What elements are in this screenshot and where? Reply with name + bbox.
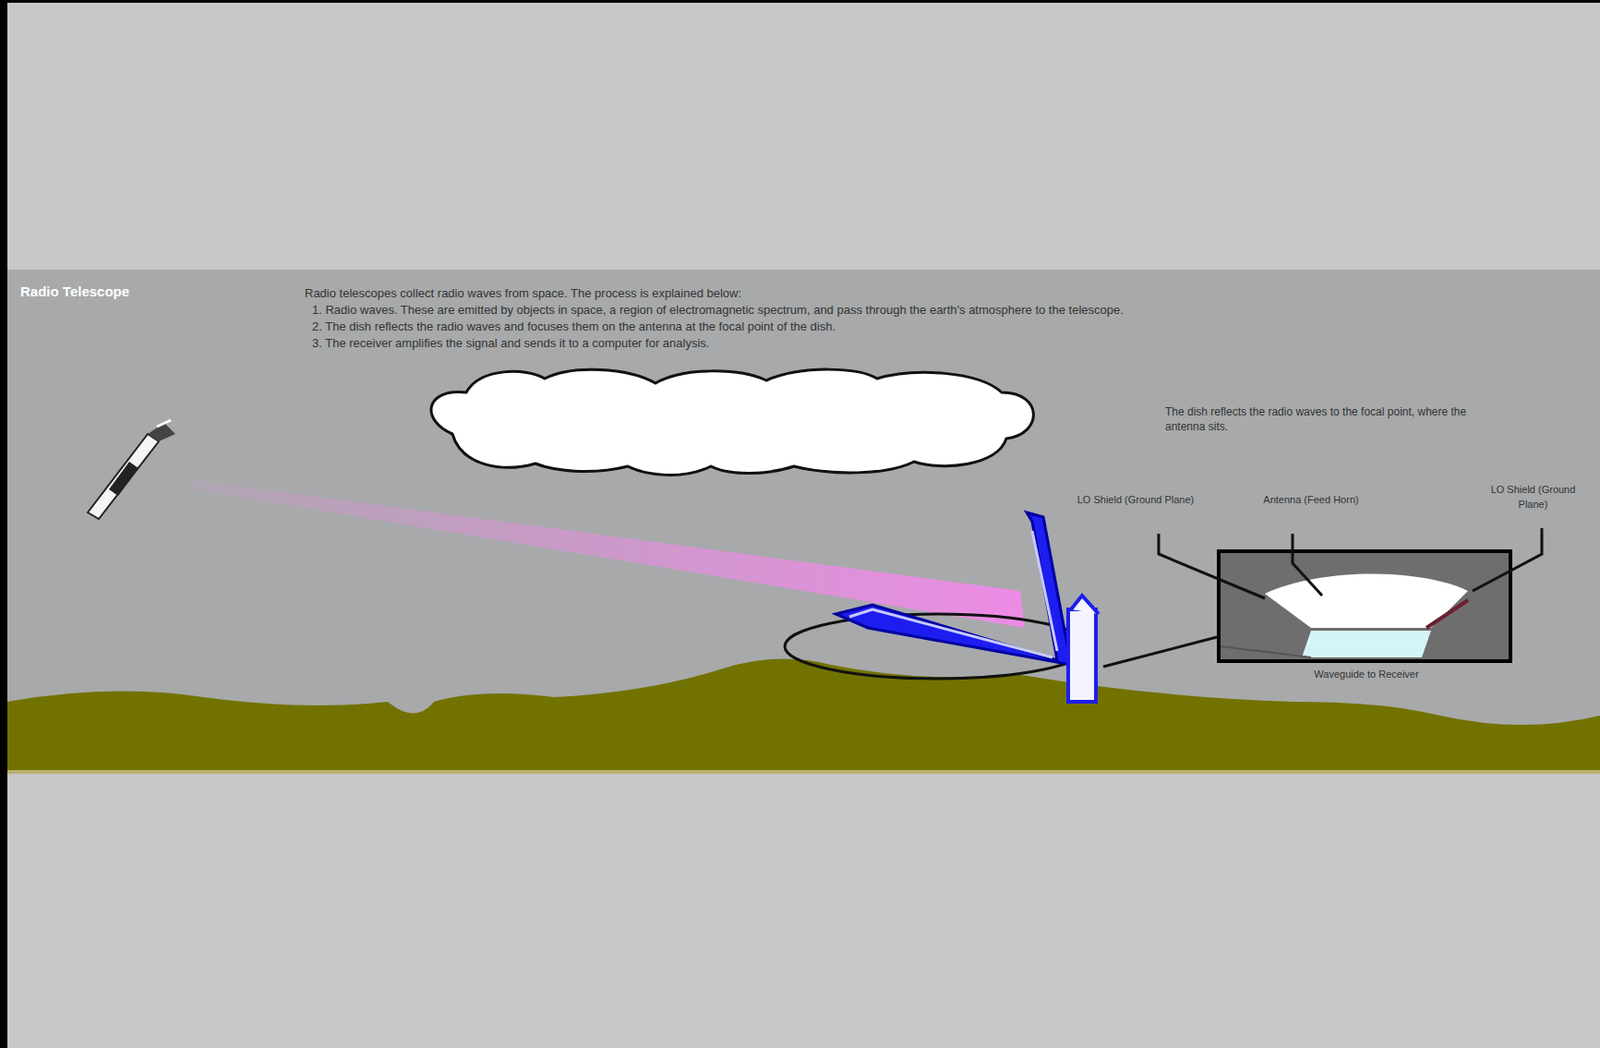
description-text: Radio telescopes collect radio waves fro… (304, 286, 742, 301)
title: Radio Telescope (20, 284, 130, 300)
note-text: The dish reflects the radio waves to the… (1165, 404, 1507, 434)
description-text: 1. Radio waves. These are emitted by obj… (312, 302, 1124, 318)
satellite (87, 420, 176, 519)
radio-dish (835, 512, 1099, 702)
leader-lines (1158, 528, 1542, 599)
description-text: 2. The dish reflects the radio waves and… (312, 319, 836, 335)
part-label: Antenna (Feed Horn) (1232, 492, 1390, 507)
part-label: LO Shield (Ground Plane) (1066, 492, 1205, 507)
part-label: Waveguide to Receiver (1255, 666, 1478, 682)
inset-box (1218, 551, 1511, 662)
part-label: LO Shield (Ground Plane) (1475, 481, 1591, 512)
description-text: 3. The receiver amplifies the signal and… (312, 336, 710, 351)
